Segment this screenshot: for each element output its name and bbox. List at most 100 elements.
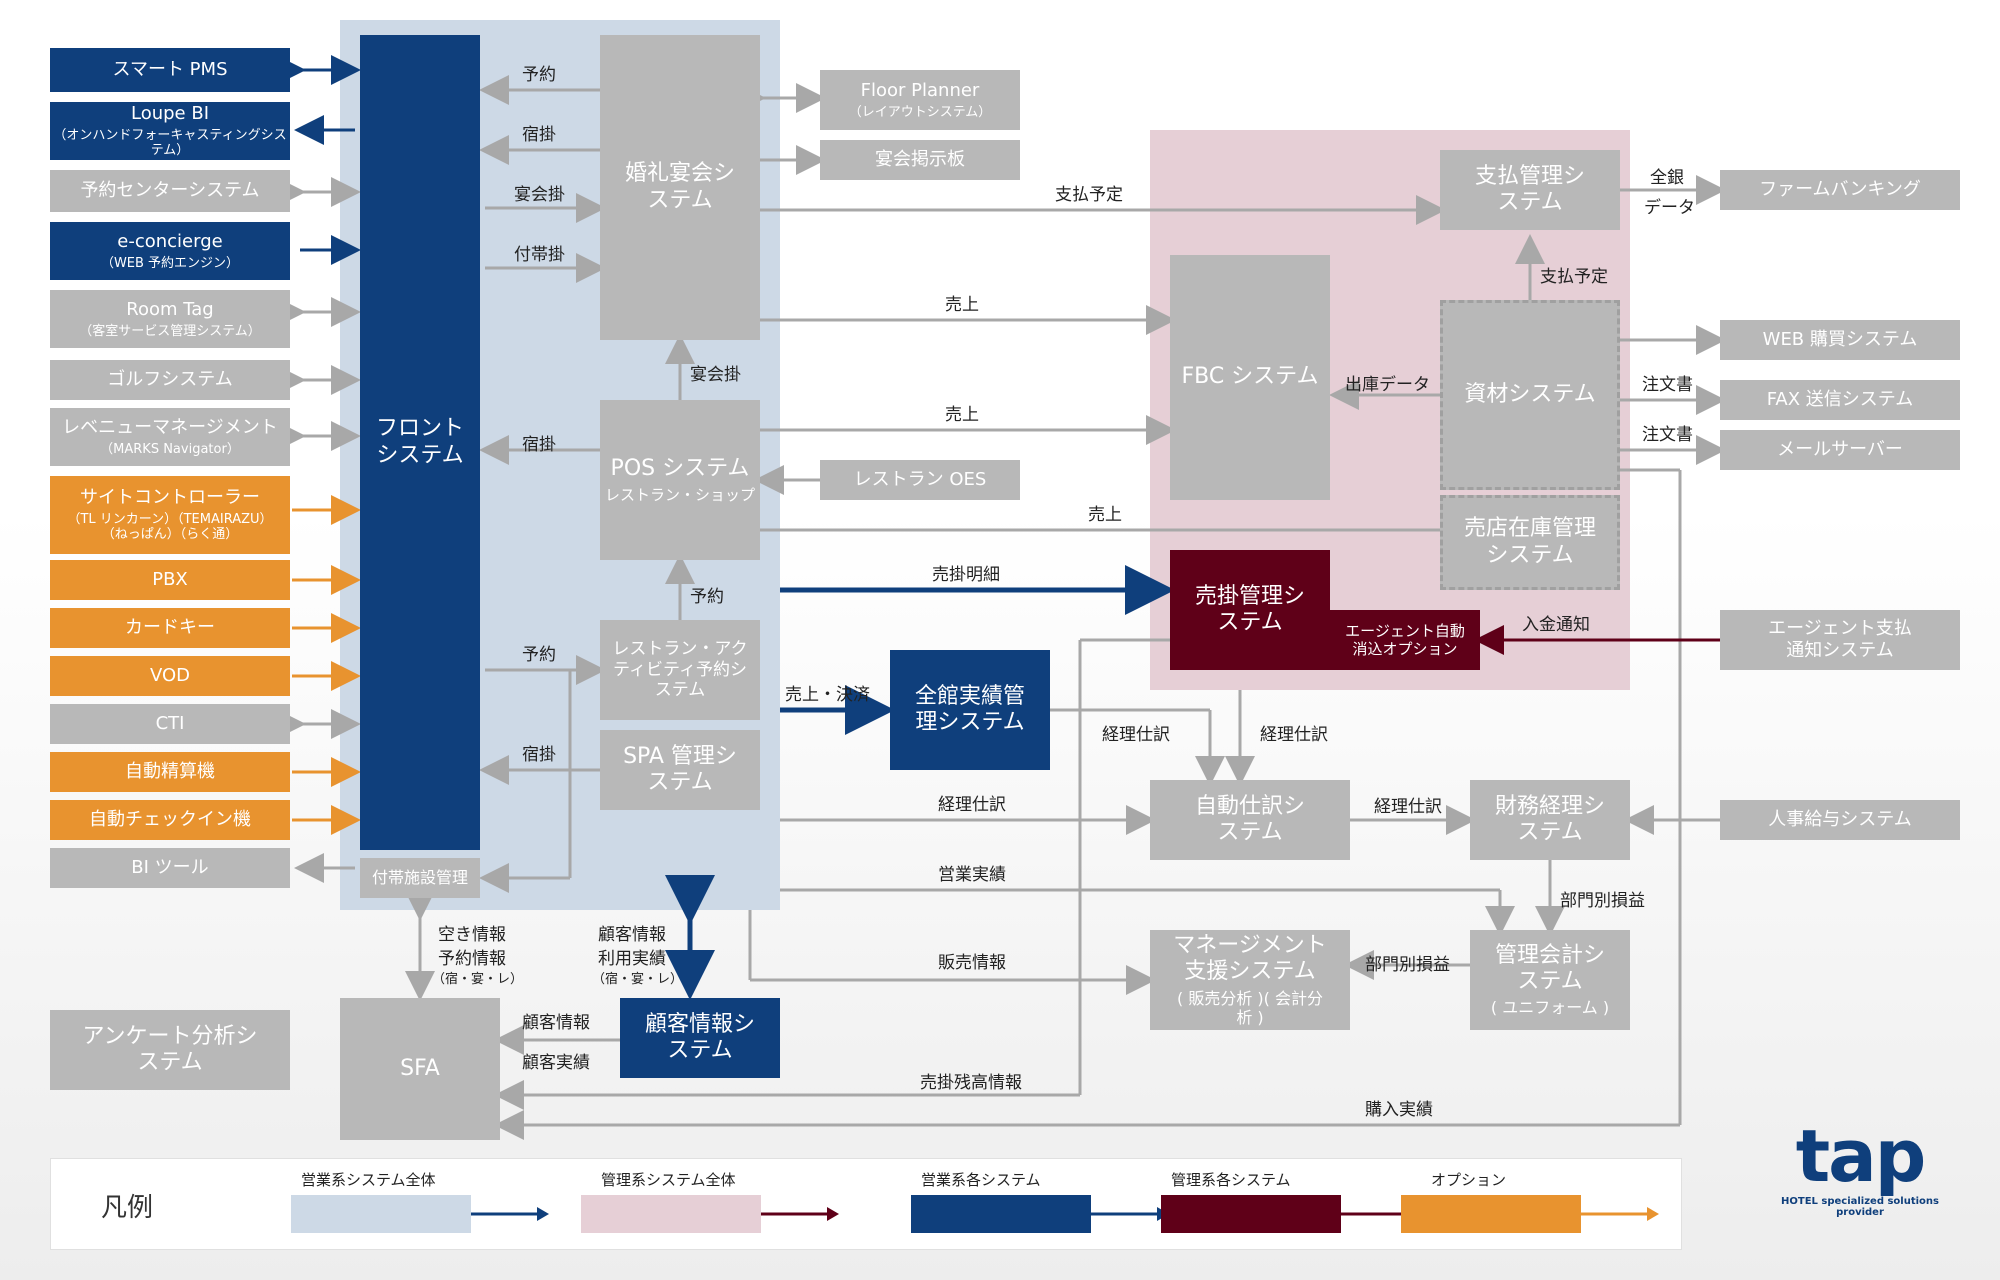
- label-kokyaku-joho-1: 顧客情報: [598, 925, 666, 945]
- bi-tool-label: BI ツール: [131, 857, 209, 879]
- legend-sales-each-arrow: [1091, 1207, 1169, 1221]
- pos-system-sub: レストラン・ショップ: [604, 485, 755, 504]
- pos-system-label: POS システム: [610, 456, 750, 482]
- hr-payroll-box[interactable]: 人事給与システム: [1720, 800, 1960, 840]
- label-shiharai-yotei: 支払予定: [1055, 185, 1123, 205]
- label-urikake-meisai: 売掛明細: [932, 565, 1000, 585]
- restaurant-oes-box[interactable]: レストラン OES: [820, 460, 1020, 500]
- auto-checkin-box[interactable]: 自動チェックイン機: [50, 800, 290, 840]
- revenue-mgmt-sub: （MARKS Navigator）: [100, 441, 240, 457]
- survey-label: アンケート分析システム: [82, 1023, 258, 1075]
- legend-mgmt-each-swatch: [1161, 1195, 1341, 1233]
- auto-checkout-label: 自動精算機: [125, 761, 215, 783]
- firm-banking-box[interactable]: ファームバンキング: [1720, 170, 1960, 210]
- facility-mgmt-label: 付帯施設管理: [371, 868, 468, 888]
- auto-checkout-box[interactable]: 自動精算機: [50, 752, 290, 792]
- materials-system-label: 資材システム: [1464, 381, 1596, 407]
- shop-inventory-box[interactable]: 売店在庫管理システム: [1440, 495, 1620, 590]
- fbc-system-box[interactable]: FBC システム: [1170, 255, 1330, 500]
- legend-sales-all-swatch: [291, 1195, 471, 1233]
- label-hanbai-joho: 販売情報: [938, 953, 1006, 973]
- vod-box[interactable]: VOD: [50, 656, 290, 696]
- crm-box[interactable]: 顧客情報システム: [620, 998, 780, 1078]
- legend-option-arrow: [1581, 1207, 1659, 1221]
- web-purchase-box[interactable]: WEB 購買システム: [1720, 320, 1960, 360]
- receivables-label: 売掛管理システム: [1194, 583, 1305, 635]
- label-shukugake-2: 宿掛: [522, 435, 556, 455]
- label-shuku-en-re-1: （宿・宴・レ）: [432, 972, 524, 987]
- all-results-label: 全館実績管理システム: [914, 683, 1025, 735]
- pos-system-box[interactable]: POS システムレストラン・ショップ: [600, 400, 760, 560]
- mail-server-box[interactable]: メールサーバー: [1720, 430, 1960, 470]
- revenue-mgmt-box[interactable]: レベニューマネージメント（MARKS Navigator）: [50, 408, 290, 466]
- crm-label: 顧客情報システム: [644, 1011, 755, 1063]
- room-tag-box[interactable]: Room Tag（客室サービス管理システム）: [50, 290, 290, 348]
- sfa-box[interactable]: SFA: [340, 998, 500, 1140]
- golf-box[interactable]: ゴルフシステム: [50, 360, 290, 400]
- materials-system-box[interactable]: 資材システム: [1440, 300, 1620, 490]
- legend-panel: 凡例 営業系システム全体 管理系システム全体 営業系各システム 管理系各システム…: [50, 1158, 1682, 1250]
- smart-pms-box[interactable]: スマート PMS: [50, 48, 290, 92]
- label-yoyakujoho: 予約情報: [438, 949, 506, 969]
- label-shiharai-yotei-2: 支払予定: [1540, 267, 1608, 287]
- tap-logo-text: tap: [1795, 1114, 1927, 1198]
- agent-notice-label: エージェント支払通知システム: [1768, 618, 1912, 661]
- site-controller-box[interactable]: サイトコントローラー（TL リンカーン）（TEMAIRAZU）（ねっぱん）（らく…: [50, 476, 290, 554]
- survey-box[interactable]: アンケート分析システム: [50, 1010, 290, 1090]
- smart-pms-label: スマート PMS: [112, 59, 228, 81]
- label-enkaigake: 宴会掛: [514, 185, 565, 205]
- hr-payroll-label: 人事給与システム: [1768, 809, 1912, 831]
- facility-mgmt-box[interactable]: 付帯施設管理: [360, 858, 480, 898]
- restaurant-reserve-box[interactable]: レストラン・アクティビティ予約システム: [600, 620, 760, 720]
- tap-logo-tagline: HOTEL specialized solutions provider: [1781, 1196, 1939, 1218]
- reservation-center-box[interactable]: 予約センターシステム: [50, 170, 290, 212]
- pbx-box[interactable]: PBX: [50, 560, 290, 600]
- label-shuku-en-re-2: （宿・宴・レ）: [592, 972, 684, 987]
- fax-label: FAX 送信システム: [1766, 389, 1914, 411]
- agent-notice-box[interactable]: エージェント支払通知システム: [1720, 610, 1960, 670]
- label-shukugake-3: 宿掛: [522, 745, 556, 765]
- web-purchase-label: WEB 購買システム: [1762, 329, 1918, 351]
- legend-mgmt-all-label: 管理系システム全体: [601, 1171, 736, 1189]
- legend-mgmt-each-label: 管理系各システム: [1171, 1171, 1291, 1189]
- site-controller-sub2: （ねっぱん）（らく通）: [101, 527, 239, 543]
- shop-inventory-label: 売店在庫管理システム: [1463, 516, 1596, 568]
- fbc-system-label: FBC システム: [1181, 364, 1319, 390]
- label-shukko-data: 出庫データ: [1345, 375, 1430, 395]
- receivables-box[interactable]: 売掛管理システム: [1170, 550, 1330, 670]
- bi-tool-box[interactable]: BI ツール: [50, 848, 290, 888]
- banquet-board-box[interactable]: 宴会掲示板: [820, 140, 1020, 180]
- loupe-bi-box[interactable]: Loupe BI（オンハンドフォーキャスティングシステム）: [50, 102, 290, 160]
- label-zengin: 全銀: [1650, 168, 1684, 188]
- cti-box[interactable]: CTI: [50, 704, 290, 744]
- label-uriage-kessai: 売上・決済: [785, 685, 870, 705]
- e-concierge-box[interactable]: e-concierge（WEB 予約エンジン）: [50, 222, 290, 280]
- legend-mgmt-all-arrow: [761, 1207, 839, 1221]
- spa-mgmt-box[interactable]: SPA 管理システム: [600, 730, 760, 810]
- label-data: データ: [1644, 198, 1695, 218]
- label-uriage-2: 売上: [945, 405, 979, 425]
- card-key-label: カードキー: [125, 617, 215, 639]
- floor-planner-box[interactable]: Floor Planner（レイアウトシステム）: [820, 70, 1020, 130]
- mgmt-support-box[interactable]: マネージメント支援システム( 販売分析 )( 会計分析 ): [1150, 930, 1350, 1030]
- agent-option-box[interactable]: エージェント自動消込オプション: [1330, 610, 1480, 670]
- auto-journal-box[interactable]: 自動仕訳システム: [1150, 780, 1350, 860]
- pbx-label: PBX: [152, 569, 188, 591]
- fax-box[interactable]: FAX 送信システム: [1720, 380, 1960, 420]
- label-nyukin-tsuchi: 入金通知: [1522, 615, 1590, 635]
- label-shukugake-1: 宿掛: [522, 125, 556, 145]
- wedding-banquet-box[interactable]: 婚礼宴会システム: [600, 35, 760, 340]
- finance-box[interactable]: 財務経理システム: [1470, 780, 1630, 860]
- label-keiri-shiwake-1: 経理仕訳: [1102, 725, 1170, 745]
- card-key-box[interactable]: カードキー: [50, 608, 290, 648]
- mgmt-accounting-sub: ( ユニフォーム ): [1490, 998, 1610, 1018]
- mgmt-accounting-box[interactable]: 管理会計システム( ユニフォーム ): [1470, 930, 1630, 1030]
- payment-mgmt-box[interactable]: 支払管理システム: [1440, 150, 1620, 230]
- site-controller-label: サイトコントローラー: [80, 487, 260, 509]
- label-urikake-zandaka: 売掛残高情報: [920, 1073, 1022, 1093]
- all-results-box[interactable]: 全館実績管理システム: [890, 650, 1050, 770]
- cti-label: CTI: [155, 713, 185, 735]
- label-kokyaku-jisseki: 顧客実績: [522, 1053, 590, 1073]
- front-system-box[interactable]: フロントシステム: [360, 35, 480, 850]
